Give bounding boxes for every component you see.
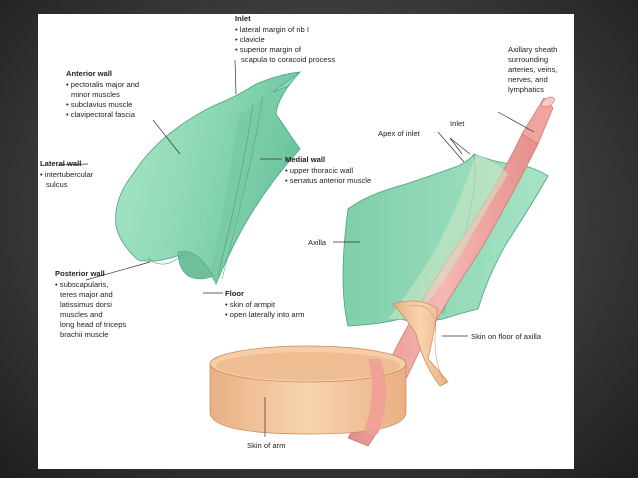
posterior-wall-line-4: muscles and [60,310,103,319]
axilla-diagram: Inlet • lateral margin of rib I • clavic… [40,14,557,450]
floor-heading: Floor [225,289,244,298]
axillary-sheath-line-5: lymphatics [508,85,544,94]
floor-line-1: • skin of armpit [225,300,276,309]
left-axilla-pyramid [115,71,302,286]
medial-wall-line-1: • upper thoracic wall [285,166,353,175]
label-apex-of-inlet: Apex of inlet [378,129,421,138]
posterior-wall-heading: Posterior wall [55,269,105,278]
axillary-sheath-line-2: surrounding [508,55,548,64]
anterior-wall-heading: Anterior wall [66,69,112,78]
label-skin-of-arm: Skin of arm [247,441,285,450]
label-lateral-wall: Lateral wall • intertubercular sulcus [40,159,94,189]
label-floor: Floor • skin of armpit • open laterally … [225,289,304,319]
skin-on-floor-of-axilla [392,300,449,387]
label-axilla: Axilla [308,238,327,247]
floor-line-2: • open laterally into arm [225,310,304,319]
posterior-wall-line-6: brachii muscle [60,330,109,339]
anterior-wall-line-1: • pectoralis major and [66,80,139,89]
anterior-wall-line-4: • clavipectoral fascia [66,110,136,119]
inlet-line-2: • clavicle [235,35,265,44]
axillary-sheath-line-3: arteries, veins, [508,65,557,74]
posterior-wall-line-3: latissimus dorsi [60,300,112,309]
inlet-heading: Inlet [235,14,251,23]
inlet-line-1: • lateral margin of rib I [235,25,309,34]
label-medial-wall: Medial wall • upper thoracic wall • serr… [285,155,371,185]
lateral-wall-line-1: • intertubercular [40,170,94,179]
anterior-wall-line-2: minor muscles [71,90,120,99]
inlet-line-4: scapula to coracoid process [241,55,335,64]
label-inlet-right: Inlet [450,119,465,128]
axillary-sheath-line-1: Axillary sheath [508,45,557,54]
medial-wall-heading: Medial wall [285,155,325,164]
label-anterior-wall: Anterior wall • pectoralis major and min… [66,69,139,119]
posterior-wall-line-1: • subscapularis, [55,280,108,289]
diagram-slide: Inlet • lateral margin of rib I • clavic… [38,14,574,469]
label-axillary-sheath: Axillary sheath surrounding arteries, ve… [508,45,557,94]
leader-lines [57,59,535,437]
skin-of-arm-cylinder [209,345,407,435]
label-posterior-wall: Posterior wall • subscapularis, teres ma… [55,269,126,339]
posterior-wall-line-5: long head of triceps [60,320,126,329]
posterior-wall-line-2: teres major and [60,290,113,299]
label-skin-on-floor: Skin on floor of axilla [471,332,542,341]
anterior-wall-line-3: • subclavius muscle [66,100,132,109]
translucent-sleeve [388,154,508,319]
lateral-wall-heading: Lateral wall [40,159,81,168]
inlet-line-3: • superior margin of [235,45,302,54]
medial-wall-line-2: • serratus anterior muscle [285,176,371,185]
lateral-wall-line-2: sulcus [46,180,68,189]
label-inlet: Inlet • lateral margin of rib I • clavic… [235,14,335,64]
axillary-sheath-line-4: nerves, and [508,75,548,84]
